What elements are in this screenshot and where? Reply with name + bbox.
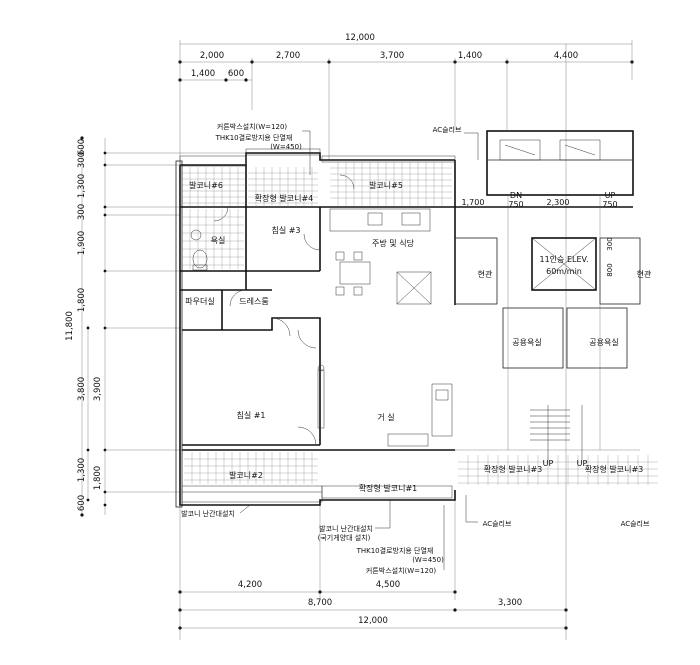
dim-top-2: 2,700 bbox=[276, 51, 300, 61]
note-railing-bottom-1: 발코니 난간대설치 bbox=[319, 524, 373, 533]
note-ac-sleeve-bottom-1: AC슬리브 bbox=[483, 519, 512, 528]
room-dress: 드레스룸 bbox=[239, 297, 268, 306]
note-insul-bottom-1: THK10결로방지용 단열재 bbox=[356, 546, 434, 555]
room-bedroom1: 침실 #1 bbox=[236, 410, 265, 420]
label-stair-dn: DN bbox=[510, 191, 522, 200]
dim-bottom-total: 12,000 bbox=[358, 616, 388, 626]
room-ext-balcony3-right: 확장형 발코니#3 bbox=[585, 464, 644, 474]
room-entrance-right: 현관 bbox=[637, 269, 652, 279]
room-ext-balcony4: 확장형 발코니#4 bbox=[255, 193, 314, 203]
label-stair-up-w: 750 bbox=[602, 200, 617, 209]
dim-left-7: 3,800 bbox=[77, 377, 87, 401]
note-insul-top-1: THK10결로방지용 단열재 bbox=[215, 133, 293, 142]
dim-core-1: 1,700 bbox=[462, 198, 485, 207]
dim-top-3: 3,700 bbox=[380, 51, 404, 61]
dim-left-9: 600 bbox=[77, 495, 87, 511]
room-balcony2: 발코니#2 bbox=[229, 470, 263, 480]
note-insul-bottom-2: (W=450) bbox=[412, 556, 444, 564]
room-entrance-left: 현관 bbox=[478, 269, 493, 279]
dim-core-2: 2,300 bbox=[547, 198, 570, 207]
dim-left-6: 1,800 bbox=[77, 288, 87, 312]
dim-bottom-1: 4,200 bbox=[238, 580, 262, 590]
label-stair-up: UP bbox=[605, 191, 616, 200]
dim-left-2: 300 bbox=[77, 152, 87, 168]
note-curtain-bottom: 커튼박스설치(W=120) bbox=[366, 566, 437, 575]
dim-top-4: 1,400 bbox=[458, 51, 482, 61]
core-labels: 1,700 2,300 DN 750 UP 750 300 800 UP UP bbox=[462, 191, 618, 468]
tile-hatching bbox=[182, 162, 658, 485]
dim-core-vert-a: 300 bbox=[606, 237, 614, 250]
note-curtain-top: 커튼박스설치(W=120) bbox=[217, 122, 288, 131]
dim-left-5: 1,900 bbox=[77, 231, 87, 255]
dim-top-total: 12,000 bbox=[345, 33, 375, 43]
dim-bottom-2: 4,500 bbox=[376, 580, 400, 590]
note-railing-bottom-2: (국기게양대 설치) bbox=[318, 533, 371, 542]
unit-walls bbox=[175, 148, 456, 508]
room-balcony5: 발코니#5 bbox=[369, 180, 403, 190]
label-lower-up-2: UP bbox=[577, 459, 588, 468]
room-labels: 발코니#6 확장형 발코니#4 발코니#5 침실 #3 욕실 주방 및 식당 파… bbox=[185, 180, 652, 493]
room-elevator: 11인승 ELEV. bbox=[540, 254, 589, 264]
dim-left-1: 600 bbox=[77, 139, 87, 155]
label-lower-up-1: UP bbox=[543, 459, 554, 468]
label-stair-dn-w: 750 bbox=[508, 200, 523, 209]
note-insul-top-2: (W=450) bbox=[270, 143, 302, 151]
dim-top-1: 2,000 bbox=[200, 51, 224, 61]
room-elevator-speed: 60m/min bbox=[546, 267, 582, 276]
core-area bbox=[454, 130, 641, 460]
room-balcony6: 발코니#6 bbox=[189, 180, 223, 190]
dim-left-sub-2: 1,800 bbox=[93, 466, 103, 490]
note-railing-left: 발코니 난간대설치 bbox=[181, 509, 235, 518]
room-bedroom3: 침실 #3 bbox=[271, 225, 300, 235]
dim-bottom-3: 8,700 bbox=[308, 598, 332, 608]
dim-core-vert-b: 800 bbox=[606, 263, 614, 276]
dim-left-4: 300 bbox=[77, 204, 87, 220]
dim-top-7: 600 bbox=[228, 69, 244, 79]
dim-bottom-4: 3,300 bbox=[498, 598, 522, 608]
room-bath: 욕실 bbox=[211, 235, 226, 245]
room-ext-balcony1: 확장형 발코니#1 bbox=[359, 483, 418, 493]
dim-left-8: 1,300 bbox=[77, 458, 87, 482]
room-common-bath-right: 공용욕실 bbox=[589, 337, 618, 347]
dim-top-6: 1,400 bbox=[191, 69, 215, 79]
room-common-bath-left: 공용욕실 bbox=[512, 337, 541, 347]
notes: 커튼박스설치(W=120) THK10결로방지용 단열재 (W=450) AC슬… bbox=[181, 122, 650, 575]
leader-top bbox=[302, 130, 311, 175]
dim-left-total: 11,800 bbox=[65, 311, 75, 341]
room-living: 거 실 bbox=[377, 412, 394, 422]
dim-left-3: 1,300 bbox=[77, 174, 87, 198]
fixtures bbox=[190, 174, 453, 447]
room-ext-balcony3-left: 확장형 발코니#3 bbox=[484, 464, 543, 474]
note-ac-sleeve-top: AC슬리브 bbox=[433, 125, 462, 134]
note-ac-sleeve-bottom-2: AC슬리브 bbox=[621, 519, 650, 528]
room-powder: 파우더실 bbox=[185, 296, 214, 306]
dim-left-sub-1: 3,900 bbox=[93, 377, 103, 401]
room-kitchen: 주방 및 식당 bbox=[372, 238, 415, 248]
